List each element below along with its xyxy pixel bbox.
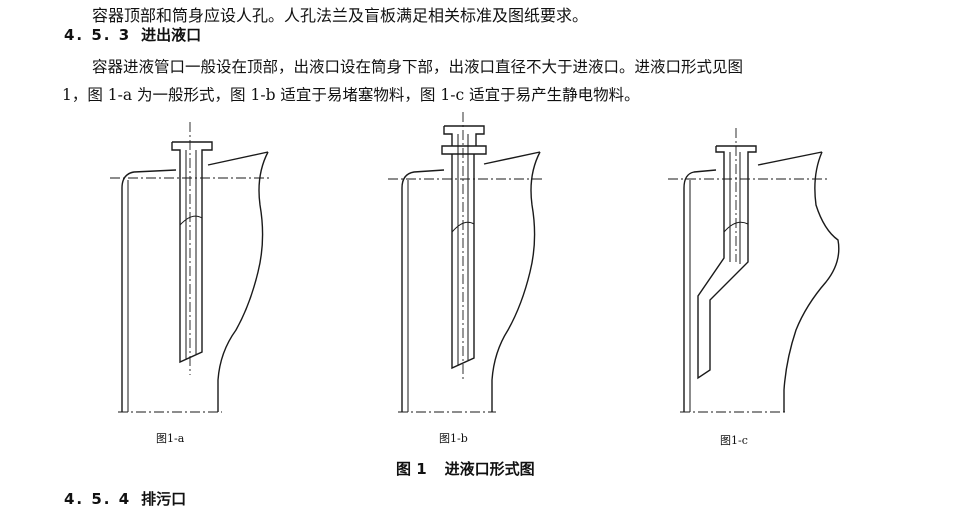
figure-1a-label: 图1-a (156, 432, 185, 445)
inlet-diagram (110, 112, 840, 413)
section-heading-4-5-4: 4. 5. 4 排污口 (64, 488, 186, 509)
section-number: 4. 5. 3 (64, 26, 132, 44)
figure-number: 图 1 (396, 460, 427, 478)
paragraph-manhole: 容器顶部和筒身应设人孔。人孔法兰及盲板满足相关标准及图纸要求。 (92, 6, 589, 25)
figure-1a-drawing (110, 122, 272, 413)
section-heading-4-5-3: 4. 5. 3 进出液口 (64, 24, 201, 45)
figure-1b-label: 图1-b (439, 432, 468, 445)
figure-1c-drawing (668, 128, 840, 413)
figure-1b-drawing (388, 112, 544, 413)
paragraph-line-2: 1，图 1-a 为一般形式，图 1-b 适宜于易堵塞物料，图 1-c 适宜于易产… (62, 86, 640, 104)
section-title: 进出液口 (141, 26, 202, 44)
paragraph-line-1: 容器进液管口一般设在顶部，出液口设在筒身下部，出液口直径不大于进液口。进液口形式… (92, 58, 744, 76)
figure-1c-label: 图1-c (720, 434, 748, 447)
section-number: 4. 5. 4 (64, 490, 132, 508)
figure-caption: 图 1 进液口形式图 (396, 458, 535, 479)
figure-caption-text: 进液口形式图 (444, 460, 535, 478)
section-title: 排污口 (141, 490, 187, 508)
